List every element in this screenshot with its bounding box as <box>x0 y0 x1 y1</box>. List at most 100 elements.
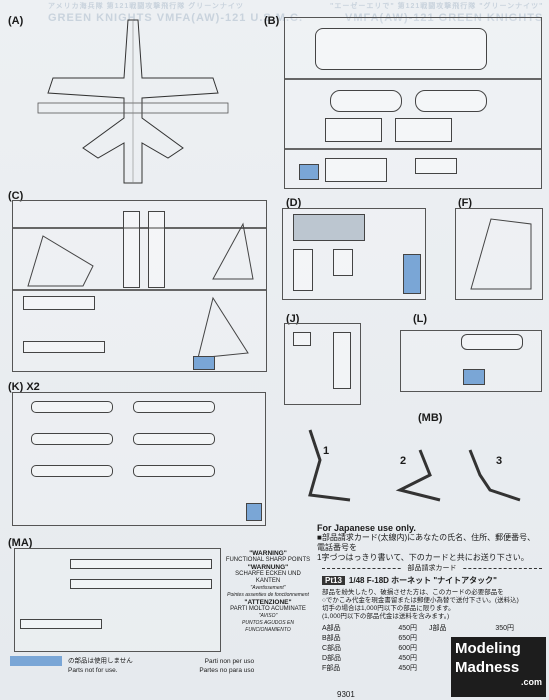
warn-es-title: "Avertissement" <box>250 585 286 591</box>
section-l-label: (L) <box>413 313 428 325</box>
section-mb-gear <box>308 429 521 502</box>
part-d-seat <box>293 214 365 241</box>
part-c-unused <box>193 356 215 370</box>
order-card: 部品請求カード Pt13 1/48 F-18D ホーネット "ナイトアタック" … <box>322 563 542 697</box>
part-b-panel-1 <box>325 118 382 142</box>
header-jp-right: "エーゼーエリで" 第121戦闘攻撃飛行隊 "グリーンナイツ" <box>330 3 544 10</box>
part-b-nacelle <box>315 28 487 70</box>
card-product: 1/48 F-18D ホーネット "ナイトアタック" <box>348 576 497 585</box>
warn-it-title: "ATTENZIONE" <box>244 599 292 606</box>
sprue-j <box>284 323 361 405</box>
sprue-f <box>455 208 543 300</box>
sprue-ma <box>14 548 221 652</box>
card-cut-label: 部品請求カード <box>402 563 462 573</box>
part-d-unused <box>403 254 421 294</box>
part-k-missile-4 <box>133 433 215 445</box>
part-d-1 <box>293 249 313 291</box>
japanese-block: For Japanese use only. ■部品請求カード(太線内)にあなた… <box>317 523 542 563</box>
part-c-rail <box>23 296 95 310</box>
price-row-a: A部品 450円 <box>322 625 417 632</box>
part-b-tank-left <box>330 90 402 112</box>
parts-price-list: A部品 450円 B部品 650円 C部品 600円 D部品 450円 F部品 … <box>322 624 417 674</box>
mb-num-1: 1 <box>323 445 330 457</box>
header-jp-left: アメリカ海兵隊 第121戦闘攻撃飛行隊 グリーンナイツ <box>48 3 244 10</box>
site-logo: Modeling Madness .com <box>451 637 546 697</box>
section-d-label: (D) <box>286 197 302 209</box>
card-note1: 部品を紛失したり、破損させた方は、このカードの必要部品を <box>322 589 504 596</box>
warn-en-title: "WARNING" <box>249 550 287 557</box>
jp-line1: ■部品請求カード(太線内)にあなたの氏名、住所、郵便番号、電話番号を <box>317 533 536 552</box>
section-mb-label: (MB) <box>418 412 443 424</box>
warn-it-text: PARTI MOLTO ACUMINATE <box>230 606 306 612</box>
part-b-unused <box>299 164 319 180</box>
part-b-panel-2 <box>395 118 452 142</box>
jp-line2: 1字づつはっきり書いて、下のカードと共にお送り下さい。 <box>317 553 529 562</box>
card-pt: Pt13 <box>322 576 345 585</box>
part-k-missile-3 <box>31 433 113 445</box>
sprue-l <box>400 330 542 392</box>
part-k-missile-1 <box>31 401 113 413</box>
part-b-tank-right <box>415 90 487 112</box>
warn-en-text: FUNCTIONAL SHARP POINTS <box>225 557 311 563</box>
price-row-f: F部品 450円 <box>322 665 417 672</box>
section-ma-label: (MA) <box>8 537 33 549</box>
logo-line3: .com <box>520 677 542 687</box>
legend: の部品は使用しません Parti non per uso Parts not f… <box>10 656 254 675</box>
mb-num-2: 2 <box>400 455 407 467</box>
part-k-missile-5 <box>31 465 113 477</box>
section-a-fuselage <box>37 19 229 184</box>
warn-de-text: SCHARFE ECKEN UND KANTEN <box>235 571 301 584</box>
card-note4: (1,000円以下の部品代金は送料を含みます。) <box>322 613 450 620</box>
part-ma-9 <box>20 619 102 629</box>
price-row-c: C部品 600円 <box>322 645 417 652</box>
part-l-unused <box>463 369 485 385</box>
part-ma-3 <box>70 579 212 589</box>
legend-en: Parts not for use. <box>68 667 118 674</box>
card-note3: 切手の場合は1,000円以下の部品に限ります。 <box>322 605 455 612</box>
warning-block: "WARNING" FUNCTIONAL SHARP POINTS "WARNU… <box>225 550 311 634</box>
price-row-b: B部品 650円 <box>322 635 417 642</box>
section-k-label: (K) X2 <box>8 381 40 393</box>
jp-title: For Japanese use only. <box>317 523 416 533</box>
price-row-j: J部品 350円 <box>429 625 514 632</box>
sprue-b <box>284 17 542 189</box>
part-k-missile-6 <box>133 465 215 477</box>
legend-es: Partes no para uso <box>199 667 255 674</box>
header-en-left: GREEN KNIGHTS VMFA(AW)-121 U.S.M.C. <box>48 12 304 24</box>
section-c-label: (C) <box>8 190 24 202</box>
part-k-unused <box>246 503 262 521</box>
warn-pt-title: "AVISO" <box>258 613 278 619</box>
part-c-strip-2 <box>148 211 165 288</box>
sprue-c <box>12 200 267 372</box>
catalog-number: 9301 <box>337 690 355 699</box>
logo-line1: Modeling <box>455 640 521 657</box>
sprue-k <box>12 392 266 526</box>
card-note2: ○でかこみ代金を現金書留または郵便小為替で送付下さい。(送料込) <box>322 597 519 604</box>
section-f-label: (F) <box>458 197 473 209</box>
header-en-right: VMFA(AW)-121 GREEN KNIGHTS <box>345 12 544 24</box>
section-j-label: (J) <box>286 313 300 325</box>
part-d-2 <box>333 249 353 276</box>
part-c-rail-2 <box>23 341 105 353</box>
section-a-label: (A) <box>8 15 24 27</box>
warn-pt-text: PUNTOS AGUDOS EN FUNCIONAMIENTO <box>242 620 294 633</box>
part-ma-2 <box>70 559 212 569</box>
section-b-label: (B) <box>264 15 280 27</box>
mb-num-3: 3 <box>496 455 503 467</box>
logo-line2: Madness <box>455 659 520 676</box>
warn-de-title: "WARNUNG" <box>247 564 289 571</box>
legend-jp: の部品は使用しません <box>68 657 133 665</box>
part-k-missile-2 <box>133 401 215 413</box>
warn-es-text: Pointes assenties de fonctionnement <box>227 592 309 598</box>
part-j-1 <box>293 332 311 346</box>
part-j-2 <box>333 332 351 389</box>
price-row-d: D部品 450円 <box>322 655 417 662</box>
sprue-d <box>282 208 426 300</box>
part-c-strip-1 <box>123 211 140 288</box>
legend-swatch <box>10 656 62 666</box>
legend-fr: Parti non per uso <box>204 657 255 665</box>
part-b-small <box>325 158 387 182</box>
part-b-small-2 <box>415 158 457 174</box>
part-l-canopy <box>461 334 523 350</box>
